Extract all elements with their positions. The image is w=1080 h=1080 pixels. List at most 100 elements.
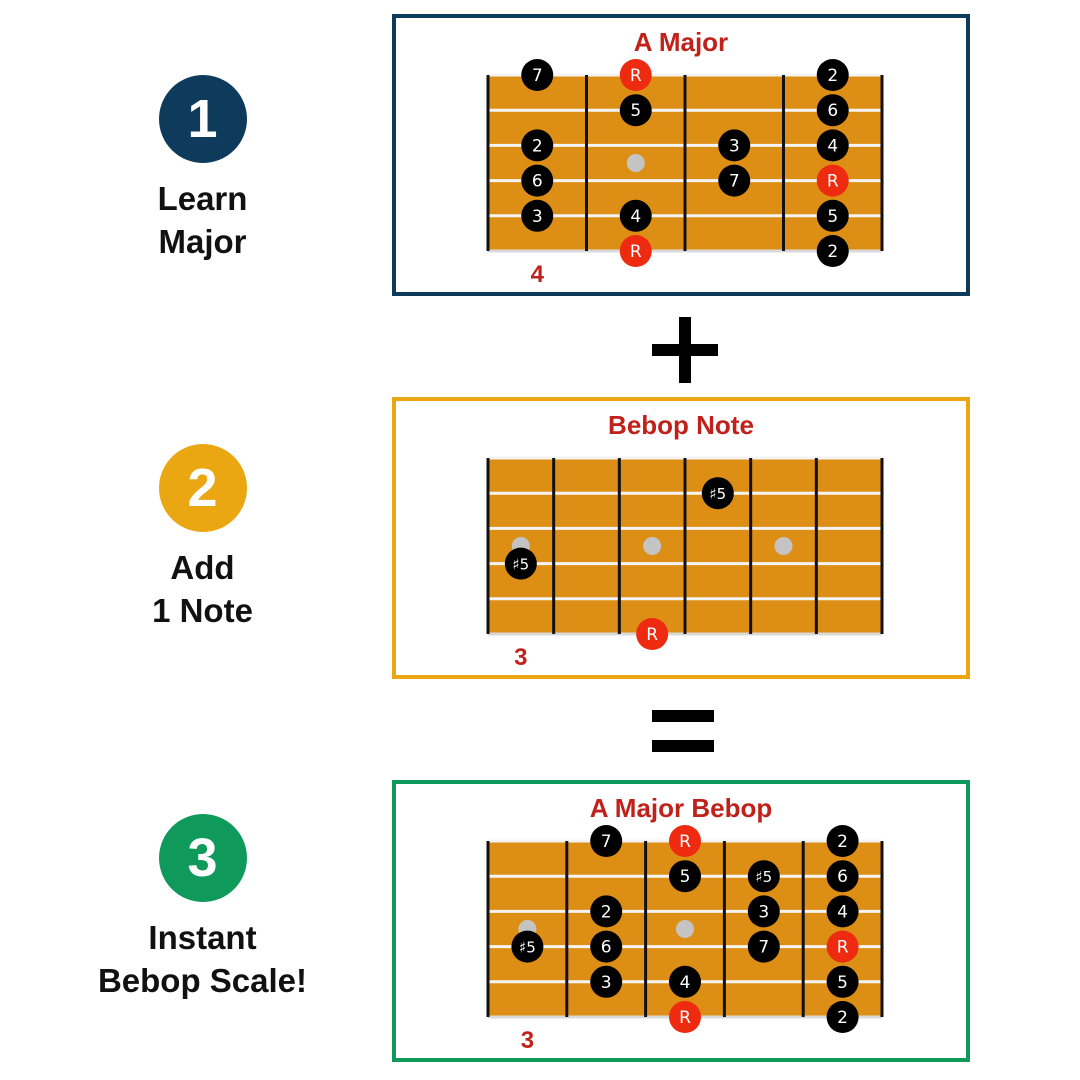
note-label: 2 (532, 136, 543, 156)
note-dot: 4 (619, 199, 652, 232)
note-dot: 4 (826, 895, 859, 928)
note-label: R (827, 172, 839, 192)
note-dot: 7 (521, 59, 554, 91)
step-3-label-line1: Instant (148, 919, 257, 956)
note-label: ♯5 (755, 868, 772, 886)
note-label: 6 (601, 938, 612, 958)
note-label: R (837, 938, 849, 958)
root-note-dot: R (669, 825, 701, 857)
step-3-badge: 3 (158, 814, 247, 902)
note-dot: 5 (669, 860, 701, 893)
note-label: 5 (630, 101, 641, 121)
note-dot: 4 (816, 129, 849, 162)
note-dot: ♯5 (701, 477, 734, 510)
note-dot: 7 (590, 825, 623, 857)
note-label: R (679, 1008, 691, 1028)
step-3-label: Instant Bebop Scale! (98, 916, 307, 1002)
fret-number-label: 3 (521, 1027, 534, 1054)
step-2-label-line1: Add (170, 549, 235, 586)
note-dot: 2 (590, 895, 623, 928)
note-dot: 6 (521, 164, 554, 197)
note-label: 3 (729, 136, 740, 156)
fret-number-label: 3 (514, 644, 527, 671)
step-3-label-line2: Bebop Scale! (97, 962, 308, 999)
note-dot: 6 (816, 94, 849, 127)
diagram-title: Bebop Note (608, 410, 754, 440)
root-note-dot: R (816, 164, 849, 197)
note-label: 4 (630, 207, 641, 227)
note-label: R (646, 625, 658, 645)
step-2-label: Add 1 Note (152, 546, 253, 632)
note-label: 6 (837, 867, 848, 887)
note-label: 5 (680, 867, 691, 887)
note-dot: 2 (826, 825, 859, 857)
note-label: 7 (729, 172, 740, 192)
note-dot: 7 (718, 164, 751, 197)
note-dot: 2 (816, 235, 849, 267)
step-3: 3 Instant Bebop Scale! (60, 814, 345, 1002)
note-dot: 2 (521, 129, 554, 162)
note-dot: 6 (826, 860, 859, 893)
note-label: 6 (827, 101, 838, 121)
note-dot: 2 (826, 1001, 859, 1033)
note-label: 4 (680, 973, 691, 993)
note-dot: 6 (590, 930, 623, 963)
note-dot: 3 (747, 895, 780, 928)
step-1-badge: 1 (158, 75, 247, 163)
fret-marker-dot (643, 537, 662, 555)
fret-marker-dot (774, 537, 793, 555)
fret-number-label: 4 (531, 261, 545, 288)
note-dot: 7 (747, 930, 780, 963)
note-label: 4 (837, 902, 848, 922)
step-1-label: Learn Major (158, 177, 248, 263)
note-dot: 2 (816, 59, 849, 91)
note-label: R (630, 242, 642, 262)
note-dot: 4 (669, 965, 701, 998)
note-label: ♯5 (709, 485, 726, 503)
note-dot: ♯5 (747, 860, 780, 893)
root-note-dot: R (619, 235, 652, 267)
fret-marker-dot (626, 154, 645, 172)
note-label: 5 (827, 207, 838, 227)
note-dot: 3 (590, 965, 623, 998)
step-2-label-line2: 1 Note (152, 592, 253, 629)
note-dot: ♯5 (504, 547, 537, 580)
note-label: ♯5 (519, 939, 536, 957)
note-label: ♯5 (512, 556, 529, 574)
note-label: 2 (827, 66, 838, 86)
note-label: 4 (827, 136, 838, 156)
diagram-title: A Major (634, 27, 728, 57)
note-label: 3 (758, 902, 769, 922)
step-1: 1 Learn Major (60, 75, 345, 263)
root-note-dot: R (619, 59, 652, 91)
fret-marker-dot (676, 920, 694, 938)
step-1-label-line1: Learn (157, 180, 248, 217)
note-label: 2 (837, 1008, 848, 1028)
root-note-dot: R (826, 930, 859, 963)
note-label: 7 (601, 832, 612, 852)
note-dot: 3 (521, 199, 554, 232)
root-note-dot: R (636, 618, 669, 650)
step-2-badge: 2 (158, 444, 247, 532)
step-1-label-line2: Major (158, 223, 247, 260)
note-label: 7 (532, 66, 543, 86)
note-label: 5 (837, 973, 848, 993)
step-2: 2 Add 1 Note (60, 444, 345, 632)
note-label: 7 (758, 938, 769, 958)
equals-sign (652, 710, 718, 754)
note-label: R (630, 66, 642, 86)
note-label: R (679, 832, 691, 852)
note-label: 3 (601, 973, 612, 993)
note-dot: ♯5 (511, 930, 544, 963)
note-dot: 5 (816, 199, 849, 232)
root-note-dot: R (669, 1001, 701, 1033)
fretboard-svg: Bebop Note ♯5 ♯5R 3 (486, 410, 884, 671)
note-label: 2 (837, 832, 848, 852)
note-label: 2 (601, 902, 612, 922)
note-dot: 3 (718, 129, 751, 162)
